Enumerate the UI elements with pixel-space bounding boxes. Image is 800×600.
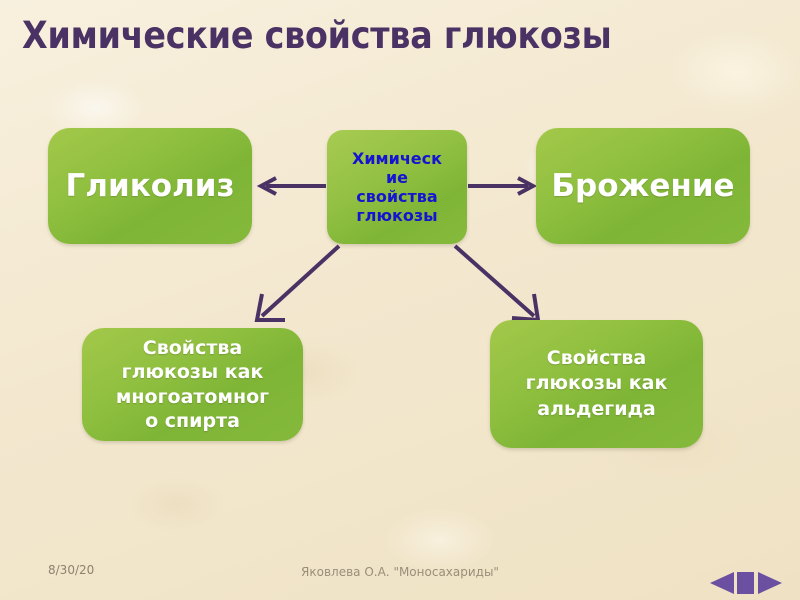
node-label: Свойства глюкозы как многоатомног о спир… <box>115 336 270 432</box>
page-title: Химические свойства глюкозы <box>22 14 612 57</box>
diagram-node-glycolysis[interactable]: Гликолиз <box>48 128 252 244</box>
arrow-center-to-aldehyde <box>453 244 541 323</box>
diagram-node-aldehyde[interactable]: Свойства глюкозы как альдегида <box>490 320 703 448</box>
footer-date: 8/30/20 <box>48 563 95 577</box>
square-icon[interactable] <box>737 572 754 594</box>
arrow-center-to-fermentation <box>468 176 538 196</box>
footer-credit: Яковлева О.А. "Моносахариды" <box>301 565 499 579</box>
diagram-node-polyol[interactable]: Свойства глюкозы как многоатомног о спир… <box>82 328 303 441</box>
node-label: Химическ ие свойства глюкозы <box>351 148 442 226</box>
triangle-right-icon[interactable] <box>758 572 782 594</box>
slide-navigation-controls[interactable] <box>710 571 782 595</box>
triangle-left-icon[interactable] <box>710 572 734 594</box>
node-label: Брожение <box>551 167 735 204</box>
node-label: Гликолиз <box>65 167 235 204</box>
diagram-node-center[interactable]: Химическ ие свойства глюкозы <box>327 130 467 244</box>
arrow-center-to-polyol <box>254 244 341 322</box>
arrow-center-to-glycolysis <box>256 176 326 196</box>
node-label: Свойства глюкозы как альдегида <box>525 347 668 420</box>
diagram-node-fermentation[interactable]: Брожение <box>536 128 750 244</box>
